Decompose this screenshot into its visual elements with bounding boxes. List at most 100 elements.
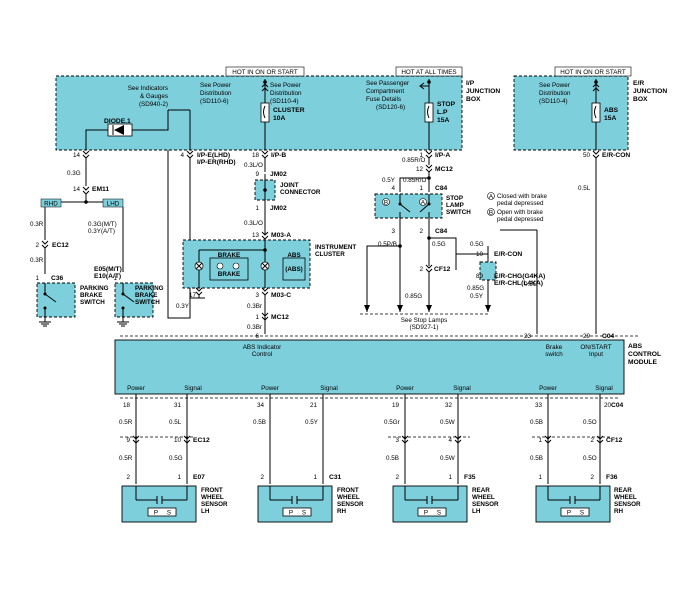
svg-text:0.3L/O: 0.3L/O <box>244 220 263 227</box>
svg-text:PARKING: PARKING <box>80 285 109 292</box>
svg-text:B: B <box>384 200 388 207</box>
svg-text:33: 33 <box>535 402 543 409</box>
svg-text:P: P <box>424 510 428 517</box>
cf12-connector-label: CF12 <box>434 266 451 273</box>
svg-text:0.5B: 0.5B <box>253 419 266 426</box>
cluster-fuse-icon <box>260 102 270 123</box>
svg-text:0.5L: 0.5L <box>169 419 182 426</box>
svg-text:SENSOR: SENSOR <box>614 501 641 508</box>
svg-text:WHEEL: WHEEL <box>201 494 224 501</box>
passenger-fuse-reference: See Passenger Compartment Fuse Details (… <box>366 80 409 111</box>
svg-text:0.3R: 0.3R <box>30 221 44 228</box>
svg-text:0.5G: 0.5G <box>524 281 538 288</box>
svg-text:(SD110-6): (SD110-6) <box>200 98 229 105</box>
m03a-connector-label: M03-A <box>271 232 291 239</box>
svg-text:BOX: BOX <box>466 96 481 103</box>
abs-control-module <box>114 339 625 395</box>
svg-text:P: P <box>154 510 158 517</box>
er-junction-box-label: E/R JUNCTION BOX <box>633 80 667 103</box>
svg-text:4: 4 <box>448 437 452 444</box>
svg-text:S: S <box>302 510 306 517</box>
parking-brake-switch-rhd: PARKING BRAKE SWITCH <box>36 282 109 327</box>
front-wheel-sensor-lh: P S FRONT WHEEL SENSOR LH <box>121 485 228 523</box>
instrument-cluster: INSTRUMENT CLUSTER BRAKE BRAKE ABS (ABS) <box>182 239 356 289</box>
c31-connector-label: C31 <box>329 474 342 481</box>
svg-text:10: 10 <box>174 437 182 444</box>
er-power-distribution-reference: See Power Distribution (SD110-4) <box>539 82 571 105</box>
mc12-connector-label-1: MC12 <box>271 314 289 321</box>
svg-text:Compartment: Compartment <box>366 88 404 95</box>
jm02-connector-label-1: JM02 <box>270 171 287 178</box>
joint-connector: JOINT CONNECTOR <box>254 174 321 206</box>
svg-text:JUNCTION: JUNCTION <box>633 88 667 95</box>
svg-text:1: 1 <box>255 205 259 212</box>
svg-text:Brake: Brake <box>546 344 563 351</box>
abs-fuse-amp: 15A <box>604 115 616 122</box>
front-lh-sensor-wiring: 18 31 0.5R 0.5L 9 10 EC12 0.5R 0.5G 2 1 … <box>119 394 210 484</box>
svg-text:Power: Power <box>539 385 557 392</box>
svg-text:P: P <box>289 510 293 517</box>
svg-text:0.85G: 0.85G <box>467 285 484 292</box>
svg-text:1: 1 <box>419 152 423 159</box>
svg-text:1: 1 <box>538 474 542 481</box>
svg-text:0.5R: 0.5R <box>119 419 133 426</box>
svg-text:(SD110-4): (SD110-4) <box>539 98 568 105</box>
svg-text:SWITCH: SWITCH <box>446 209 471 216</box>
svg-text:A: A <box>421 200 426 207</box>
svg-text:HOT IN ON OR START: HOT IN ON OR START <box>232 69 298 76</box>
svg-text:Closed with brake: Closed with brake <box>497 193 548 200</box>
svg-text:1: 1 <box>113 275 117 282</box>
svg-text:Open with brake: Open with brake <box>497 209 543 216</box>
svg-text:9: 9 <box>255 171 259 178</box>
svg-text:2: 2 <box>419 228 423 235</box>
svg-text:pedal depressed: pedal depressed <box>497 216 544 223</box>
svg-text:See Indicators: See Indicators <box>128 85 168 92</box>
svg-text:(SD120-6): (SD120-6) <box>376 104 405 111</box>
rear-lh-sensor-wiring: 19 32 0.5Gr 0.5W 3 4 0.5B 0.5W 2 1 F35 <box>384 394 476 484</box>
svg-text:0.5W: 0.5W <box>440 419 455 426</box>
svg-text:3: 3 <box>255 292 259 299</box>
svg-text:0.5G: 0.5G <box>169 455 183 462</box>
svg-text:0.5B: 0.5B <box>386 455 399 462</box>
ipa-connector-label: I/P-A <box>435 152 450 159</box>
svg-text:A: A <box>489 194 494 201</box>
svg-text:See Power: See Power <box>200 82 231 89</box>
svg-text:Distribution: Distribution <box>200 90 232 97</box>
svg-text:BRAKE: BRAKE <box>218 252 240 259</box>
svg-text:Power: Power <box>261 385 279 392</box>
svg-text:LH: LH <box>472 508 481 515</box>
svg-text:Power: Power <box>396 385 414 392</box>
svg-text:50: 50 <box>583 152 591 159</box>
svg-text:RH: RH <box>337 508 347 515</box>
ipe-connector-label: I/P-E(LHD) <box>197 152 230 159</box>
diode-label: DIODE.1 <box>104 118 131 125</box>
svg-text:BRAKE: BRAKE <box>218 271 240 278</box>
svg-text:0.85R/O: 0.85R/O <box>403 177 427 184</box>
f36-connector-label: F36 <box>606 474 618 481</box>
e07-connector-label: E07 <box>193 474 205 481</box>
cluster-fuse-label: CLUSTER <box>273 107 305 114</box>
svg-text:34: 34 <box>257 402 265 409</box>
abs-fuse-icon <box>591 102 601 123</box>
svg-text:29: 29 <box>583 333 591 340</box>
svg-text:SENSOR: SENSOR <box>472 501 499 508</box>
stop-lamp-switch: B A STOP LAMP SWITCH <box>374 193 471 224</box>
svg-text:2: 2 <box>395 474 399 481</box>
svg-text:(SD110-4): (SD110-4) <box>270 98 299 105</box>
svg-text:6: 6 <box>255 333 259 340</box>
abs-module-label: ABS CONTROL MODULE <box>628 343 661 366</box>
stop-fuse-icon <box>424 102 434 123</box>
ip-junction-box-label: I/P JUNCTION BOX <box>466 80 500 103</box>
svg-text:JOINT: JOINT <box>280 182 299 189</box>
stop-fuse-amp: 15A <box>437 117 449 124</box>
svg-text:0.5L: 0.5L <box>578 185 591 192</box>
svg-text:17: 17 <box>189 292 197 299</box>
svg-text:0.5O: 0.5O <box>583 455 597 462</box>
svg-text:ON/START: ON/START <box>580 344 611 351</box>
stop-fuse-label-2: L.P <box>437 109 448 116</box>
svg-text:REAR: REAR <box>472 487 490 494</box>
svg-text:1: 1 <box>35 275 39 282</box>
svg-text:23: 23 <box>524 333 532 340</box>
svg-text:0.3Br: 0.3Br <box>247 303 262 310</box>
